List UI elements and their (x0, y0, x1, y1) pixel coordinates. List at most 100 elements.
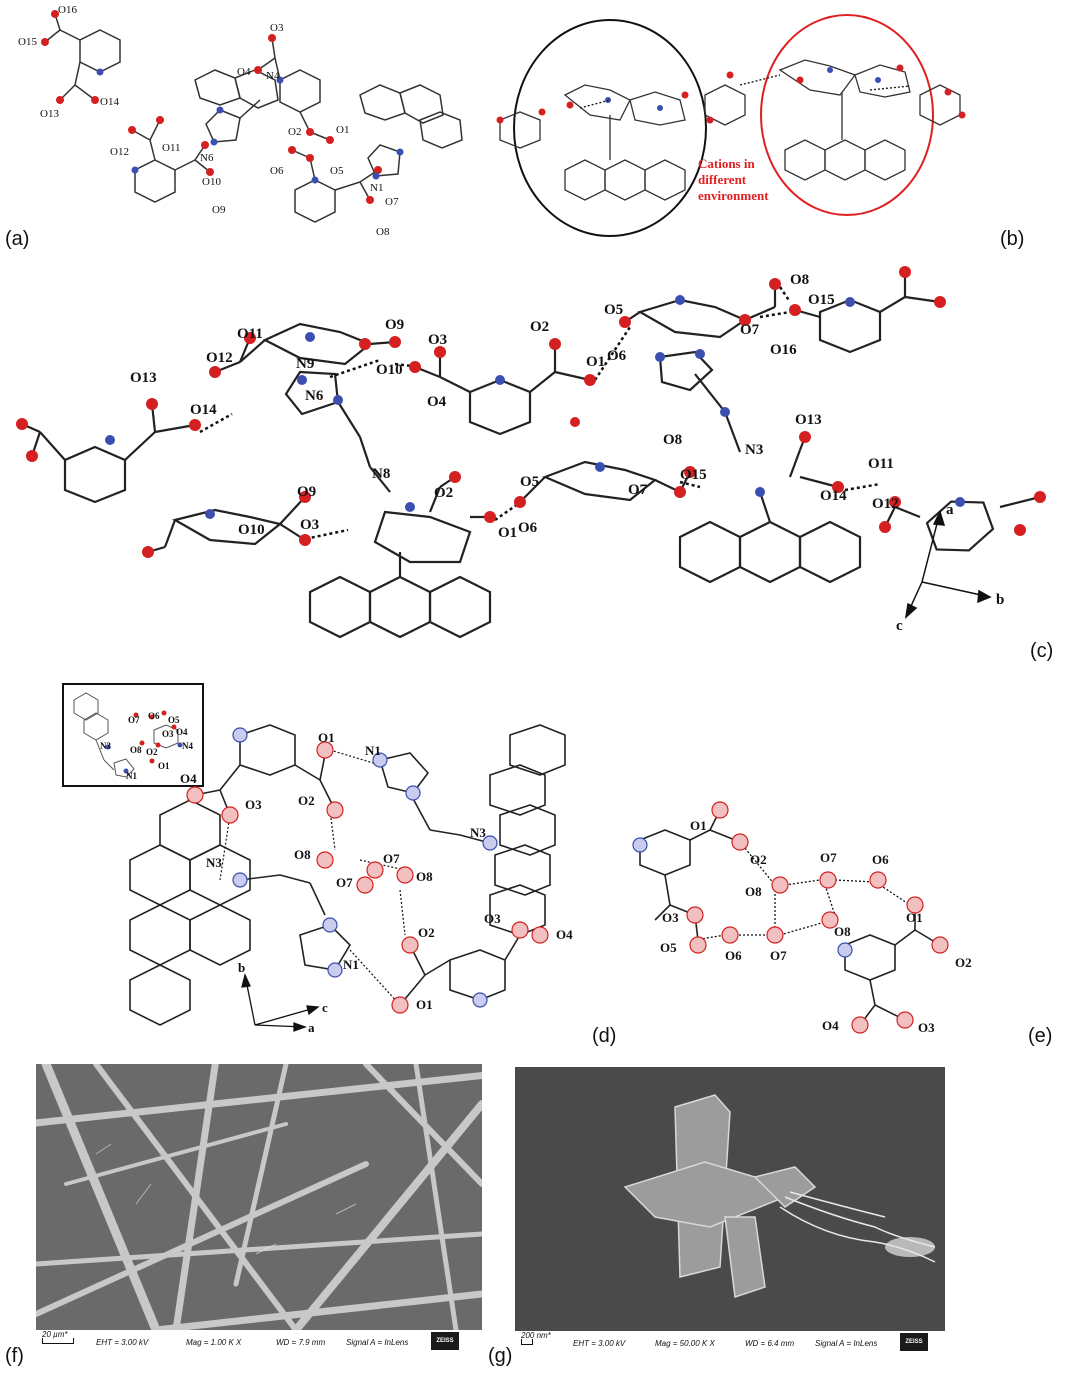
atom-label: O4 (822, 1018, 839, 1033)
atom-label: O15 (808, 292, 835, 308)
atom-label: O1 (336, 124, 350, 136)
panel-label-a: (a) (5, 228, 30, 250)
atom-label: O14 (820, 488, 847, 504)
atom-label: O15 (680, 467, 707, 483)
atom-label: O2 (750, 852, 767, 867)
atom-label: O2 (530, 319, 550, 335)
sem-image-g: 200 nm* EHT = 3.00 kV Mag = 50.00 K X WD… (515, 1067, 945, 1353)
atom-label: O15 (18, 36, 37, 48)
atom-label: O1 (498, 525, 518, 541)
atom-label: O1 (586, 354, 606, 370)
atom-label: O3 (484, 911, 501, 926)
sem-info-bar: 200 nm* EHT = 3.00 kV Mag = 50.00 K X WD… (515, 1331, 945, 1353)
atom-label: O5 (168, 715, 180, 725)
axis-label-a: a (946, 502, 954, 518)
atom-label: O5 (604, 302, 624, 318)
atom-label: O6 (148, 711, 160, 721)
scale-label: 20 µm* (42, 1330, 68, 1339)
atom-label: O8 (745, 884, 762, 899)
red-circle (760, 14, 934, 216)
atom-label: O4 (556, 927, 573, 942)
atom-label: O13 (795, 412, 822, 428)
panel-b: Cations in different environment (480, 0, 1069, 260)
black-circle (513, 19, 707, 237)
axis-label-c: c (322, 1000, 328, 1015)
panel-d: O7 O6 O5 O4 O3 N3 O8 O2 N4 N1 O1 (0, 675, 600, 1055)
atom-label: O9 (297, 484, 317, 500)
atom-label: O7 (336, 875, 353, 890)
mag-label: Mag = 1.00 K X (186, 1338, 242, 1347)
atom-label: O6 (607, 348, 627, 364)
scale-label: 200 nm* (521, 1331, 551, 1340)
zeiss-logo: ZEISS (900, 1333, 928, 1351)
atom-label: O6 (518, 520, 538, 536)
inset-molecule (73, 692, 183, 778)
atom-label: O8 (790, 272, 810, 288)
atom-label: N3 (745, 442, 764, 458)
atom-label: O1 (158, 761, 170, 771)
atom-label: O11 (237, 326, 263, 342)
atom-label: O7 (740, 322, 760, 338)
atom-label: O3 (245, 797, 262, 812)
panel-d-dimer (129, 724, 566, 1032)
atom-label: O11 (868, 456, 894, 472)
signal-label: Signal A = InLens (346, 1338, 409, 1347)
axis-label-c: c (896, 618, 903, 634)
atom-label: O3 (662, 910, 679, 925)
atom-label: N1 (370, 182, 384, 194)
atom-label: N6 (305, 388, 324, 404)
panel-b-packing (496, 14, 966, 237)
atom-label: O3 (428, 332, 448, 348)
atom-label: O3 (300, 517, 320, 533)
atom-label: O1 (416, 997, 433, 1012)
scale-bar (521, 1339, 533, 1345)
atom-label: O2 (418, 925, 435, 940)
atom-label: O5 (660, 940, 677, 955)
atom-label: N1 (343, 957, 359, 972)
atom-label: O8 (416, 869, 433, 884)
atom-label: O1 (906, 910, 923, 925)
sem-needles (36, 1064, 482, 1330)
atom-label: O8 (130, 745, 142, 755)
atom-label: O7 (770, 948, 787, 963)
atom-label: O13 (130, 370, 157, 386)
atom-label: N3 (100, 741, 111, 751)
atom-label: O1 (690, 818, 707, 833)
atom-label: O8 (294, 847, 311, 862)
atom-label: O7 (820, 850, 837, 865)
axis-label-b: b (238, 960, 246, 975)
panel-a-molecules (41, 10, 463, 223)
atom-label: O12 (110, 146, 129, 158)
atom-label: O2 (146, 747, 158, 757)
atom-label: O10 (238, 522, 265, 538)
panel-a: O16 O15 O13 O14 O3 O4 N4 O2 O1 N6 N1 O12… (0, 0, 490, 260)
atom-label: N1 (126, 771, 137, 781)
atom-label: N8 (372, 466, 391, 482)
atom-label: O8 (663, 432, 683, 448)
atom-label: N1 (365, 743, 381, 758)
atom-label: O13 (40, 108, 59, 120)
atom-label: O6 (270, 165, 284, 177)
atom-label: O9 (212, 204, 226, 216)
atom-label: N9 (296, 356, 315, 372)
atom-label: N3 (470, 825, 486, 840)
panel-label-c: (c) (1030, 640, 1054, 662)
atom-label: N4 (266, 70, 280, 82)
atom-label: O2 (298, 793, 315, 808)
panel-e-network (632, 801, 949, 1034)
atom-label: O1 (318, 730, 335, 745)
inset-box: O7 O6 O5 O4 O3 N3 O8 O2 N4 N1 O1 (62, 683, 204, 787)
axis-label-a: a (308, 1020, 315, 1035)
sem-image-f: 20 µm* EHT = 3.00 kV Mag = 1.00 K X WD =… (36, 1064, 482, 1352)
zeiss-logo: ZEISS (431, 1332, 459, 1350)
panel-c-hbond-network (16, 266, 1046, 639)
panel-label-b: (b) (1000, 228, 1025, 250)
axis-label-b: b (996, 592, 1005, 608)
atom-label: O12 (206, 350, 233, 366)
atom-label: O10 (202, 176, 221, 188)
atom-label: O4 (237, 66, 251, 78)
atom-label: O8 (834, 924, 851, 939)
signal-label: Signal A = InLens (815, 1339, 878, 1348)
atom-label: O4 (427, 394, 447, 410)
atom-label: O3 (270, 22, 284, 34)
